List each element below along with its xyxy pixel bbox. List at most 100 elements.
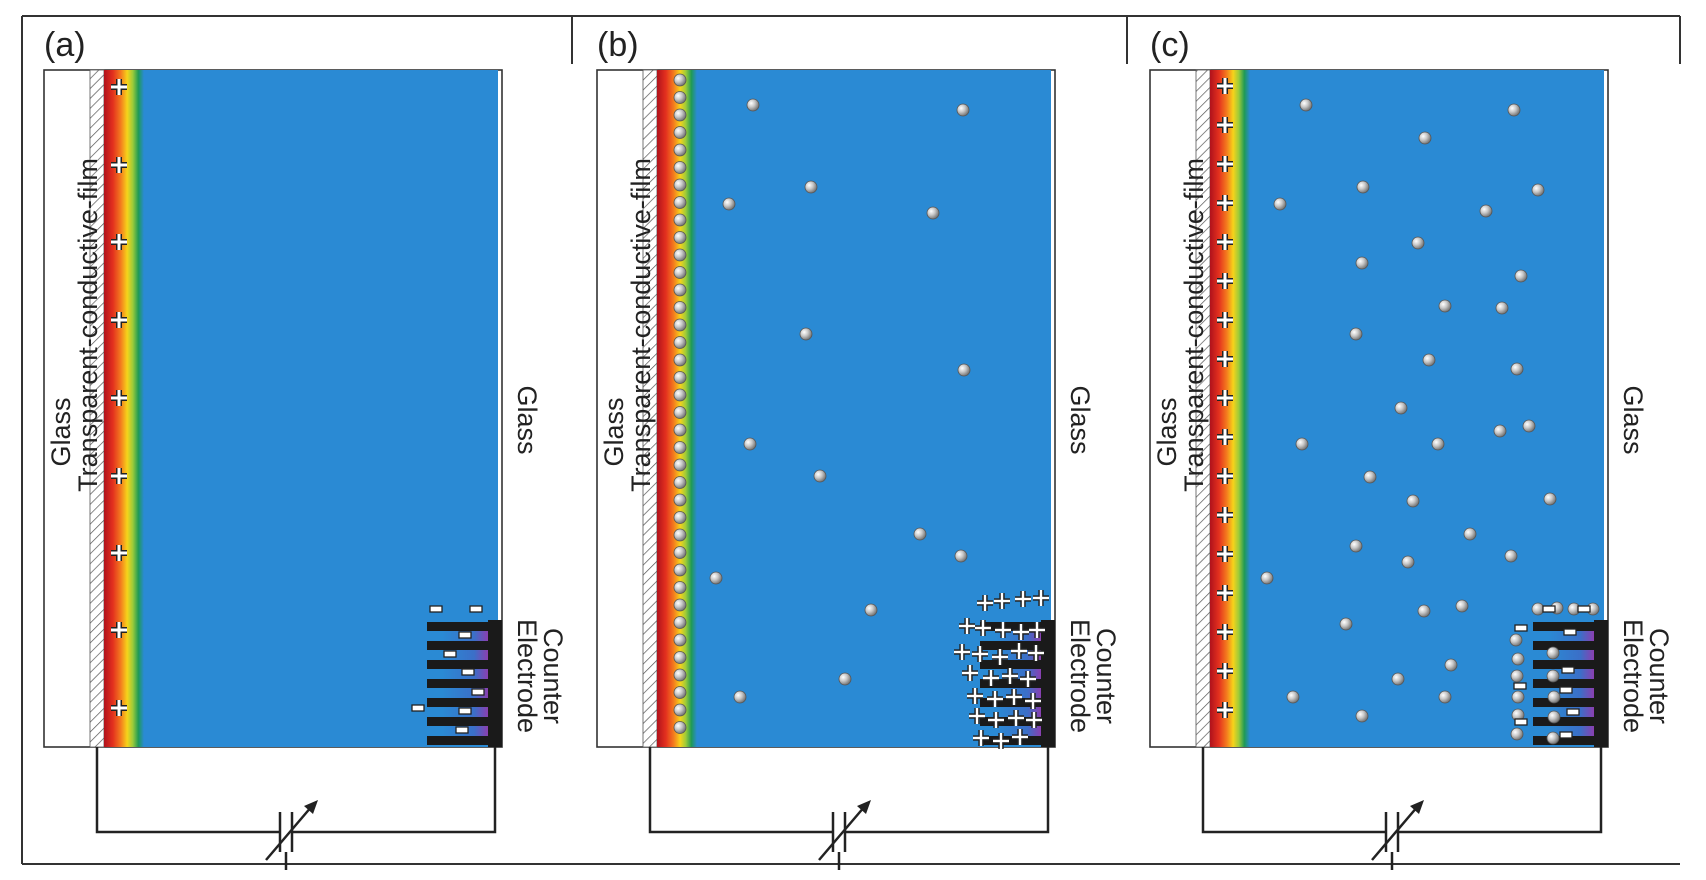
- source-arrow-shaft: [265, 805, 313, 861]
- plus-sign: [977, 595, 993, 611]
- metal-particle: [733, 690, 747, 704]
- metal-particle: [673, 476, 687, 489]
- metal-particle: [1455, 599, 1469, 613]
- plus-sign: [972, 646, 988, 662]
- plus-sign: [988, 712, 1004, 728]
- minus-sign: [429, 605, 443, 613]
- metal-particle: [1273, 197, 1287, 211]
- metal-particle: [1546, 646, 1560, 660]
- plus-sign: [967, 688, 983, 704]
- metal-particle: [1406, 494, 1420, 508]
- plus-sign: [992, 649, 1008, 665]
- metal-particle: [1479, 204, 1493, 218]
- metal-particle: [673, 633, 687, 647]
- metal-particle: [1546, 669, 1560, 683]
- comb-spine: [1041, 620, 1055, 747]
- panel-label: (b): [597, 26, 639, 64]
- metal-particle: [673, 126, 687, 139]
- plus-sign: [1029, 622, 1045, 638]
- metal-particle: [673, 231, 687, 244]
- plus-sign: [1217, 156, 1233, 172]
- plus-sign: [1217, 624, 1233, 640]
- metal-particle: [1531, 602, 1545, 616]
- comb-finger: [427, 679, 490, 688]
- metal-particle: [1299, 98, 1313, 112]
- metal-particle: [926, 206, 940, 220]
- minus-sign: [443, 650, 457, 658]
- minus-sign: [411, 704, 425, 712]
- metal-particle: [1495, 301, 1509, 315]
- counter-label: Counter: [538, 628, 568, 724]
- electrode-label: Electrode: [1618, 619, 1648, 733]
- glass-left-label: Glass: [1152, 397, 1182, 466]
- metal-particle: [673, 546, 687, 559]
- comb-gap: [995, 631, 1041, 641]
- comb-finger: [980, 622, 1043, 631]
- comb-finger: [1533, 679, 1596, 688]
- metal-particle: [673, 388, 687, 402]
- metal-particle: [1463, 527, 1477, 541]
- wire-left: [1201, 747, 1386, 834]
- comb-finger: [1533, 736, 1596, 745]
- wire-right: [292, 747, 497, 834]
- metal-particle: [1401, 555, 1415, 569]
- comb-finger: [427, 641, 490, 650]
- metal-particle: [673, 283, 687, 297]
- minus-sign: [1542, 605, 1556, 613]
- metal-particle: [1493, 424, 1507, 438]
- metal-particle: [1509, 633, 1523, 647]
- metal-particle: [864, 603, 878, 617]
- circuit-wire: [1201, 747, 1603, 870]
- plus-sign: [1217, 429, 1233, 445]
- plus-sign: [987, 691, 1003, 707]
- wire-right: [1398, 747, 1603, 834]
- metal-particle: [1510, 727, 1524, 741]
- metal-particle: [673, 423, 687, 437]
- plus-sign: [1013, 624, 1029, 640]
- wire-right: [845, 747, 1050, 834]
- minus-sign: [1566, 708, 1580, 716]
- plus-sign: [111, 700, 127, 716]
- metal-particle: [1363, 470, 1377, 484]
- metal-particle: [673, 686, 687, 699]
- plus-sign: [1217, 117, 1233, 133]
- metal-particle: [1286, 690, 1300, 704]
- glass-right-label: Glass: [1618, 385, 1648, 454]
- source-arrow-head: [1410, 800, 1424, 814]
- metal-particle: [1522, 419, 1536, 433]
- comb-spine: [1594, 620, 1608, 747]
- minus-sign: [469, 605, 483, 613]
- metal-particle: [1431, 437, 1445, 451]
- plus-sign: [994, 593, 1010, 609]
- source-arrow-shaft: [818, 805, 866, 861]
- plus-sign: [1008, 710, 1024, 726]
- plus-sign: [1026, 712, 1042, 728]
- metal-particle: [1339, 617, 1353, 631]
- minus-sign: [458, 707, 472, 715]
- comb-spine: [488, 620, 502, 747]
- plus-sign: [1217, 468, 1233, 484]
- minus-sign: [1561, 666, 1575, 674]
- plus-sign: [1011, 643, 1027, 659]
- comb-finger: [427, 698, 490, 707]
- glass-left-label: Glass: [46, 397, 76, 466]
- minus-sign: [1577, 605, 1591, 613]
- comb-finger: [427, 736, 490, 745]
- metal-particle: [1511, 652, 1525, 666]
- plus-sign: [1015, 591, 1031, 607]
- plus-sign: [1028, 645, 1044, 661]
- plus-sign: [975, 620, 991, 636]
- plus-sign: [111, 622, 127, 638]
- metal-particle: [1355, 709, 1369, 723]
- metal-particle: [722, 197, 736, 211]
- comb-gap: [1548, 726, 1594, 736]
- figure-frame: [21, 15, 1681, 865]
- counter-label: Counter: [1091, 628, 1121, 724]
- metal-particle: [673, 91, 687, 104]
- metal-particle: [673, 441, 687, 454]
- plus-sign: [1020, 671, 1036, 687]
- metal-particle: [1411, 236, 1425, 250]
- metal-particle: [1355, 256, 1369, 270]
